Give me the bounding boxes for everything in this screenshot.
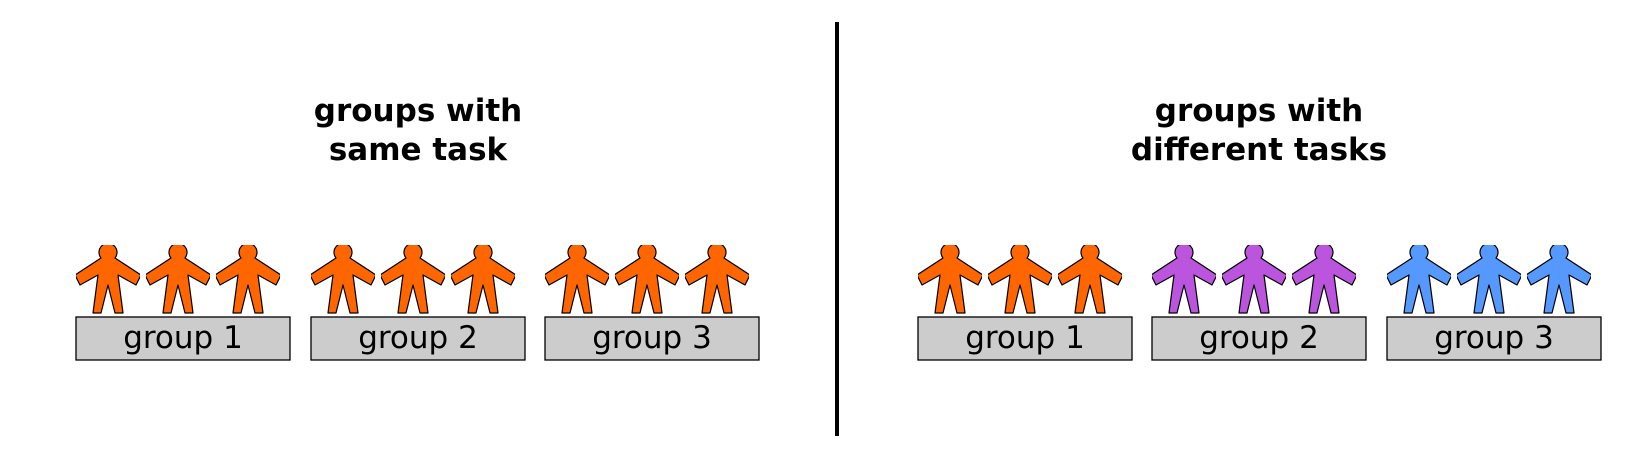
group-label: group 3 [592, 320, 712, 356]
group-bench [544, 316, 760, 361]
panel-same-task: groups with same task group 1 group 2 grou… [75, 93, 760, 361]
person-icon [146, 245, 210, 314]
person-icon [381, 245, 445, 314]
person-icon [685, 245, 749, 314]
group-bench [1151, 316, 1367, 361]
person-icon [918, 245, 982, 314]
group-bench [917, 316, 1133, 361]
person-icon [1457, 245, 1521, 314]
group-1: group 1 [75, 245, 291, 361]
group-bench [75, 316, 291, 361]
person-icon [1152, 245, 1216, 314]
group-2: group 2 [310, 245, 526, 361]
group-3: group 3 [544, 245, 760, 361]
group-label: group 1 [123, 320, 243, 356]
person-icon [311, 245, 375, 314]
panel-title-line2: different tasks [1131, 132, 1387, 168]
group-label: group 2 [1199, 320, 1319, 356]
person-icon [76, 245, 140, 314]
person-icon [451, 245, 515, 314]
panel-title-line1: groups with [1155, 93, 1363, 129]
group-label: group 2 [358, 320, 478, 356]
person-icon [1387, 245, 1451, 314]
person-icon [1222, 245, 1286, 314]
group-bench [1386, 316, 1602, 361]
person-icon [1527, 245, 1591, 314]
panel-title-line1: groups with [314, 93, 522, 129]
person-icon [545, 245, 609, 314]
panel-different-tasks: groups with different tasks group 1 group… [917, 93, 1602, 361]
group-1: group 1 [917, 245, 1133, 361]
person-icon [988, 245, 1052, 314]
group-bench [310, 316, 526, 361]
group-label: group 3 [1434, 320, 1554, 356]
group-2: group 2 [1151, 245, 1367, 361]
panel-title-line2: same task [329, 132, 509, 168]
person-icon [615, 245, 679, 314]
person-icon [1292, 245, 1356, 314]
person-icon [1058, 245, 1122, 314]
group-label: group 1 [965, 320, 1085, 356]
group-3: group 3 [1386, 245, 1602, 361]
person-icon [216, 245, 280, 314]
